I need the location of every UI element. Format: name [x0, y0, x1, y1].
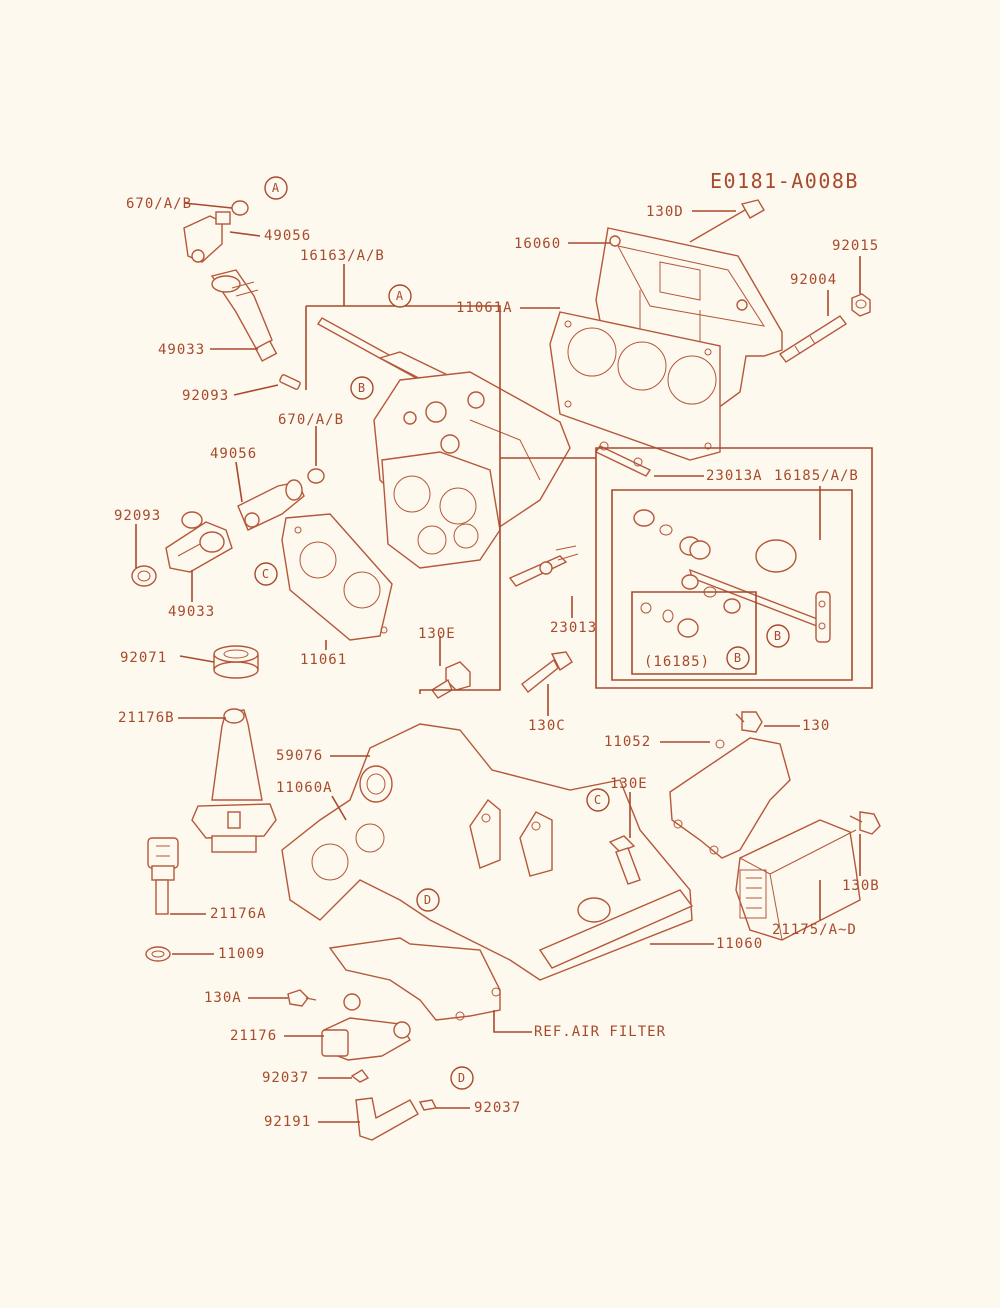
callouts: A A B B B C C D [254, 176, 790, 1090]
map-sensor-21176 [321, 993, 411, 1061]
bolt-130D [689, 199, 765, 243]
label-21175: 21175/A~D [772, 922, 857, 938]
fuel-connector-49056-mid [237, 479, 305, 531]
label-11061A: 11061A [456, 300, 513, 316]
label-23013A: 23013A [706, 468, 763, 484]
label-16060: 16060 [514, 236, 561, 252]
ecu-21175 [735, 819, 861, 941]
bolt-130C [521, 651, 573, 693]
callout-b-sub: B [726, 646, 750, 670]
label-21176: 21176 [230, 1028, 277, 1044]
fuel-injector-49033-bottom [165, 511, 233, 573]
throttle-body-flange [381, 451, 501, 569]
intake-manifold-11060 [281, 723, 694, 981]
bolt-130A [287, 989, 317, 1007]
svg-text:A: A [272, 181, 280, 195]
label-130D: 130D [646, 204, 684, 220]
label-ref-air-filter: REF.AIR FILTER [534, 1024, 666, 1040]
label-11009: 11009 [218, 946, 265, 962]
svg-text:D: D [424, 893, 432, 907]
label-23013: 23013 [550, 620, 597, 636]
label-49033-bottom: 49033 [168, 604, 215, 620]
gasket-11061A [549, 311, 721, 461]
label-130B: 130B [842, 878, 880, 894]
svg-text:B: B [358, 381, 366, 395]
label-49033-top: 49033 [158, 342, 205, 358]
label-16163: 16163/A/B [300, 248, 385, 264]
label-16185-paren: (16185) [644, 654, 710, 670]
svg-text:D: D [458, 1071, 466, 1085]
callout-d-hose: D [450, 1066, 474, 1090]
callout-c-gasket: C [254, 562, 278, 586]
o-ring-670-mid [307, 468, 325, 484]
callout-d-manifold: D [416, 888, 440, 912]
label-130: 130 [802, 718, 830, 734]
sensor-21176A [147, 837, 179, 915]
stud-92004 [778, 315, 848, 363]
label-92071: 92071 [120, 650, 167, 666]
label-92037-a: 92037 [262, 1070, 309, 1086]
label-16185: 16185/A/B [774, 468, 859, 484]
bolt-130B [849, 811, 881, 835]
label-49056-top: 49056 [264, 228, 311, 244]
gasket-11061 [281, 513, 393, 641]
bracket-11052 [669, 737, 791, 859]
label-11061: 11061 [300, 652, 347, 668]
label-92015: 92015 [832, 238, 879, 254]
label-21176A: 21176A [210, 906, 267, 922]
assembly-boxes [305, 305, 873, 694]
hose-92191 [355, 1097, 419, 1141]
washer-11009 [145, 946, 171, 962]
bolt-130E-upper [430, 661, 471, 699]
fuel-connector-49056-top [183, 211, 231, 263]
grommet-92071 [213, 645, 259, 679]
callout-a-top: A [264, 176, 288, 200]
callout-b-shaft: B [766, 624, 790, 648]
label-92093-top: 92093 [182, 388, 229, 404]
label-92004: 92004 [790, 272, 837, 288]
label-59076: 59076 [276, 748, 323, 764]
label-92037-b: 92037 [474, 1100, 521, 1116]
label-92191: 92191 [264, 1114, 311, 1130]
bolt-130 [735, 711, 763, 733]
label-11060: 11060 [716, 936, 763, 952]
label-130E-upper: 130E [418, 626, 456, 642]
label-670-top: 670/A/B [126, 196, 192, 212]
label-130C: 130C [528, 718, 566, 734]
callout-b-left: B [350, 376, 374, 400]
part-drawings [131, 199, 881, 1141]
callout-a-rail: A [388, 284, 412, 308]
label-11052: 11052 [604, 734, 651, 750]
label-130A: 130A [204, 990, 242, 1006]
label-130E-lower: 130E [610, 776, 648, 792]
label-21176B: 21176B [118, 710, 175, 726]
screw-23013 [508, 545, 579, 587]
svg-text:C: C [594, 793, 602, 807]
svg-text:C: C [262, 567, 270, 581]
o-ring-670-top [231, 200, 249, 216]
callout-c-manifold: C [586, 788, 610, 812]
clamp-92037-a [350, 1069, 370, 1083]
label-92093-left: 92093 [114, 508, 161, 524]
clamp-92037-b [418, 1099, 438, 1111]
diagram-title: E0181-A008B [710, 169, 859, 193]
nut-92015 [851, 293, 871, 317]
screw-23013A [594, 441, 652, 477]
air-filter-bracket [328, 937, 501, 1021]
part-labels: 670/A/B 49056 16163/A/B 49033 92093 670/… [114, 196, 880, 1130]
sensor-21176B [191, 708, 277, 853]
label-49056-mid: 49056 [210, 446, 257, 462]
throttle-shaft-16185 [633, 509, 831, 643]
leader-lines [135, 202, 861, 1123]
svg-text:B: B [774, 629, 782, 643]
fuel-injector-49033-top [210, 269, 278, 362]
label-11060A: 11060A [276, 780, 333, 796]
bolt-130E-lower [608, 835, 641, 885]
seal-92093-left [131, 565, 157, 587]
label-670-mid: 670/A/B [278, 412, 344, 428]
svg-text:A: A [396, 289, 404, 303]
svg-text:B: B [734, 651, 742, 665]
pin-92093-top [279, 374, 301, 390]
